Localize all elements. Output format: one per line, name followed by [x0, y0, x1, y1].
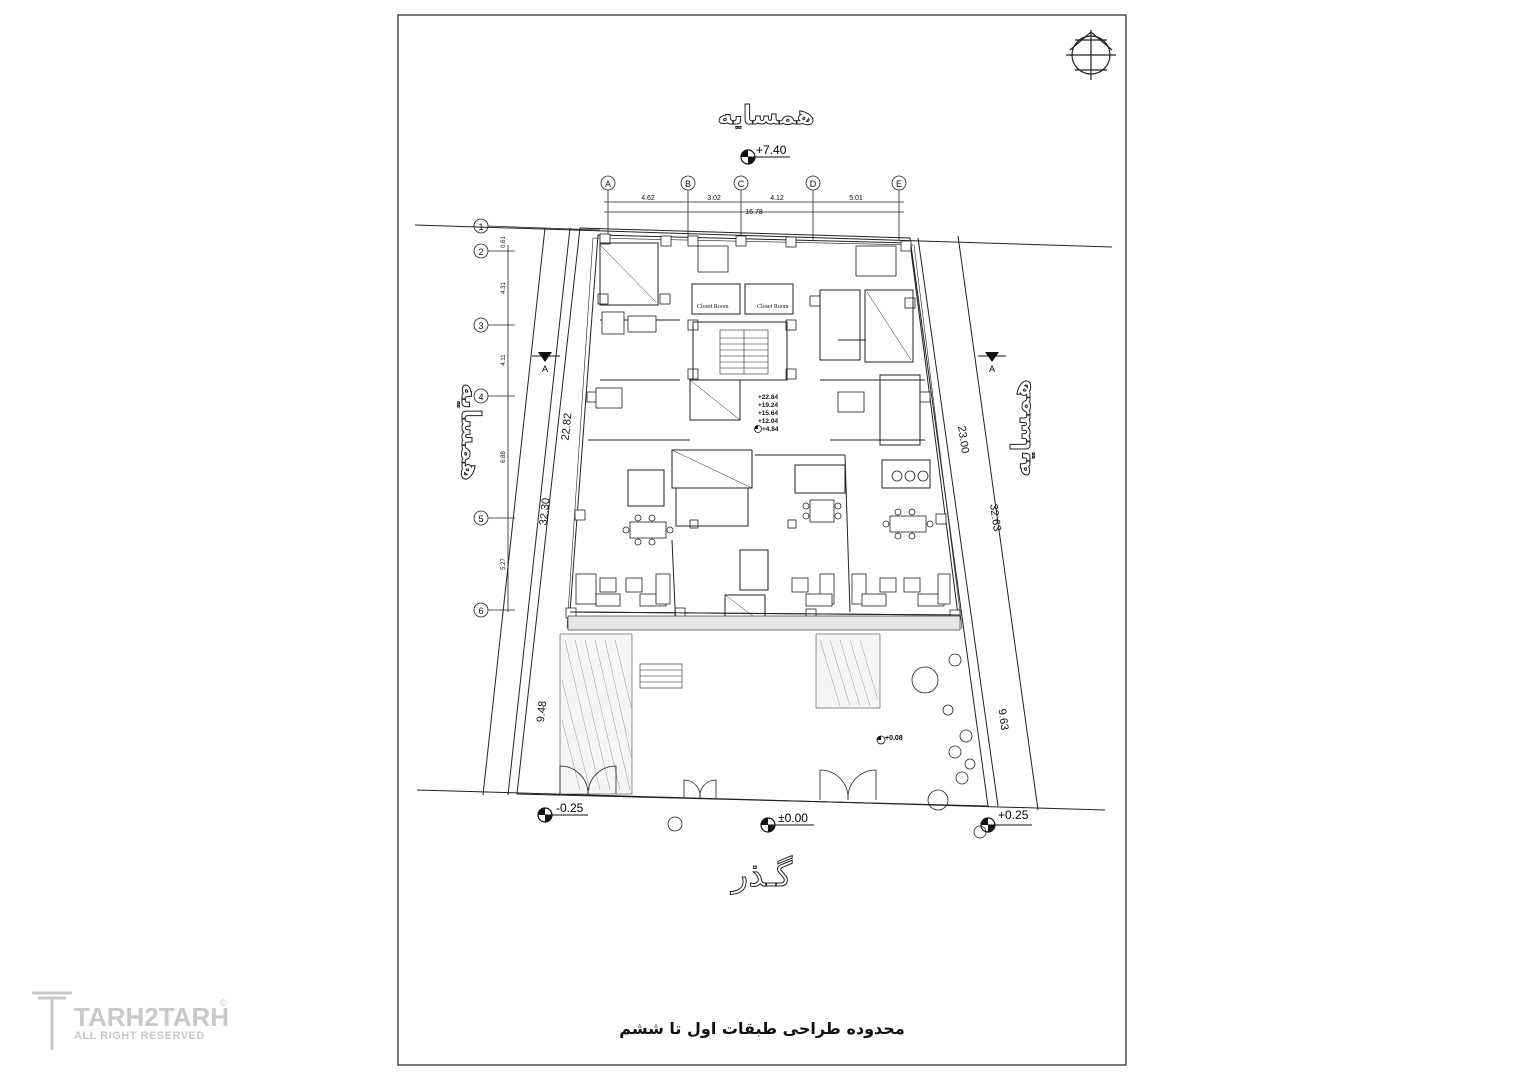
row-spacing-12: 0.61 [501, 236, 507, 248]
col-spacing-bc: 3.02 [707, 195, 721, 202]
dim-right-yard: 9.63 [996, 708, 1011, 731]
dim-right-inner: 23.00 [955, 425, 971, 454]
watermark-rights: ALL RIGHT RESERVED [74, 1030, 205, 1042]
dim-left-yard: 9.48 [535, 700, 549, 723]
stair-level-2: +19.24 [758, 402, 778, 409]
col-total: 16.78 [745, 209, 763, 216]
level-yard-text: +0.08 [885, 735, 903, 742]
grid-col-c: C [738, 179, 745, 189]
grid-col-d: D [810, 179, 817, 189]
level-marker-bottom-right: +0.25 [973, 808, 1032, 839]
interior-walls [569, 242, 961, 631]
row-spacing-23: 4.31 [501, 282, 507, 294]
section-right-label: A [989, 364, 995, 374]
yard-trees [667, 653, 976, 832]
grid-col-e: E [896, 179, 902, 189]
stair-level-marker [754, 425, 762, 433]
level-top-text: +7.40 [756, 143, 787, 157]
grid-row-3: 3 [478, 321, 483, 331]
drawing-caption: محدوده طراحی طبقات اول تا ششم [619, 1019, 904, 1038]
grid-col-a: A [605, 179, 611, 189]
level-marker-bottom-center: ±0.00 [760, 811, 814, 833]
col-spacing-ab: 4.62 [641, 195, 655, 202]
closet-room-label-1: Closet Room [697, 304, 729, 310]
section-marker-right: A [978, 352, 1006, 374]
yard-hatch-left [559, 633, 633, 795]
grid-col-b: B [685, 179, 691, 189]
bedrooms-beds [595, 245, 897, 413]
column-grid [600, 175, 907, 240]
row-grid [473, 218, 601, 618]
street-gates [559, 765, 877, 801]
dim-left-outer: 32.30 [538, 497, 553, 526]
north-arrow-icon [1066, 30, 1116, 80]
grid-row-6: 6 [478, 606, 483, 616]
watermark-logo-icon [32, 991, 72, 1050]
staircase [719, 329, 769, 375]
stair-level-5: +4.84 [762, 426, 779, 433]
level-bottom-right-text: +0.25 [998, 808, 1029, 822]
stair-level-1: +22.84 [758, 394, 778, 401]
yard-hatch-right [815, 633, 881, 709]
dim-left-inner: 22.82 [560, 412, 575, 441]
section-left-label: A [542, 364, 548, 374]
closet-room-label-2: Closet Room [757, 304, 789, 310]
entry-steps [639, 663, 683, 689]
structural-columns [565, 233, 961, 621]
col-spacing-cd: 4.12 [770, 195, 784, 202]
level-bottom-center-text: ±0.00 [778, 811, 808, 825]
living-sofas [575, 573, 951, 607]
plot-boundary [414, 224, 1113, 811]
watermark: TARH2TARH ALL RIGHT RESERVED © [30, 990, 240, 1050]
street-label: گـذر [730, 855, 793, 895]
front-paving-strip [567, 615, 961, 631]
neighbor-left-label: همسایه [455, 383, 485, 480]
dining-tables [622, 470, 934, 546]
row-spacing-45: 6.88 [501, 451, 507, 463]
grid-row-2: 2 [478, 247, 483, 257]
neighbor-right-label: همسایه [1007, 379, 1037, 476]
grid-row-5: 5 [478, 514, 483, 524]
level-bottom-left-text: -0.25 [556, 801, 584, 815]
section-marker-left: A [532, 352, 560, 374]
grid-row-4: 4 [478, 392, 483, 402]
stair-level-4: +12.04 [758, 418, 778, 425]
col-spacing-de: 5.01 [849, 195, 863, 202]
level-marker-top: +7.40 [740, 143, 790, 165]
level-marker-bottom-left: -0.25 [537, 801, 588, 823]
watermark-copyright: © [220, 998, 227, 1008]
sheet-border [397, 14, 1127, 1066]
dim-right-outer: 32.63 [987, 503, 1003, 532]
level-marker-yard: +0.08 [876, 735, 903, 745]
stair-level-3: +15.64 [758, 410, 778, 417]
watermark-brand: TARH2TARH [74, 1002, 230, 1032]
row-spacing-56: 5.27 [501, 558, 507, 570]
row-spacing-34: 4.11 [501, 354, 507, 366]
neighbor-top-label: همسایه [717, 101, 814, 131]
